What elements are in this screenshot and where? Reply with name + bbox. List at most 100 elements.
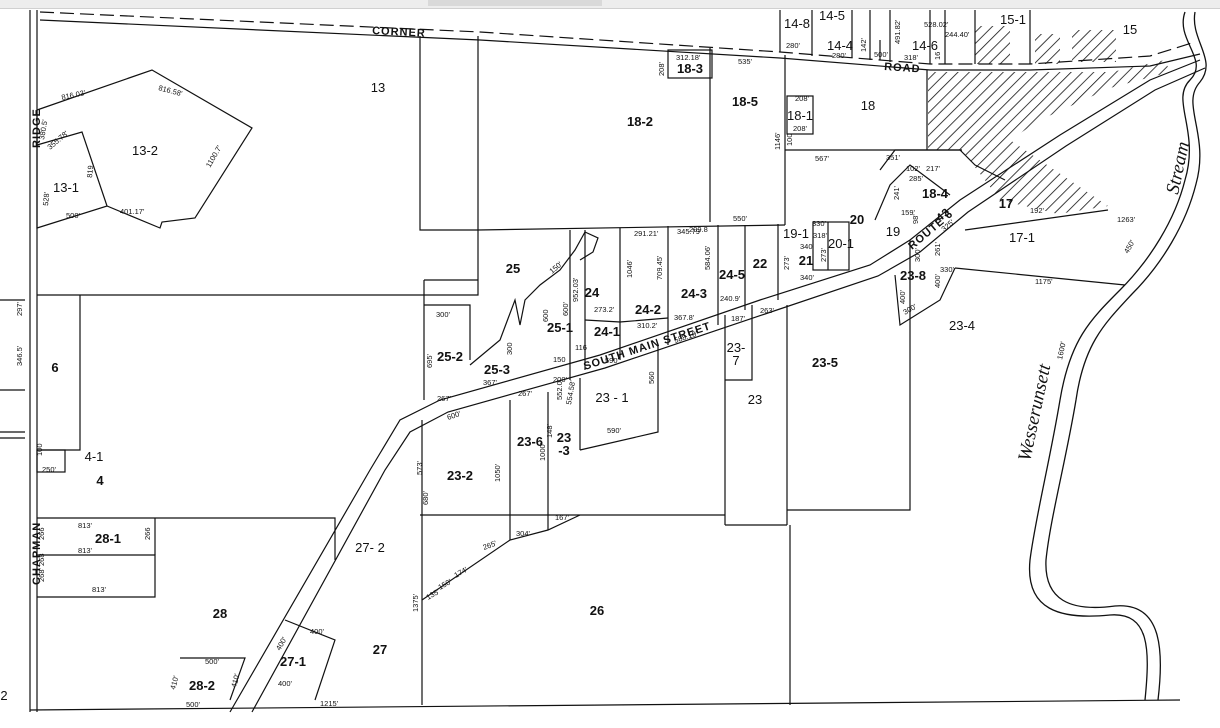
dimension-d1175: 1175' <box>1035 277 1053 286</box>
road-label: ROAD <box>884 61 921 76</box>
dimension-d150a: 150' <box>548 259 565 275</box>
dimension-d1375: 1375' <box>411 593 420 612</box>
lot-label-28-2: 28-2 <box>189 678 215 693</box>
dimension-d410b: 410' <box>229 672 241 688</box>
viewer-tab[interactable] <box>428 0 602 6</box>
viewer-top-bar <box>0 0 1220 9</box>
lot-label-23-8: 23-8 <box>900 268 926 283</box>
dimension-d312: 312.18' <box>676 53 701 62</box>
dimension-d280: 280' <box>786 41 801 50</box>
lot-label-17: 17 <box>999 196 1013 211</box>
lot-label-21: 21 <box>799 253 813 268</box>
lot-label-24-3: 24-3 <box>681 286 707 301</box>
lot-label-18-4: 18-4 <box>922 186 949 201</box>
dimension-d554: 554.58' <box>564 379 577 405</box>
dimension-d528: 528' <box>41 191 51 206</box>
lot-label-13: 13 <box>371 80 385 95</box>
ridge-road-label: RIDGE <box>31 108 43 148</box>
dimension-d680: 680' <box>421 490 430 505</box>
lot-label-13-2: 13-2 <box>132 143 158 158</box>
lot-label-25-1: 25-1 <box>547 320 573 335</box>
chapman-road-label: CHAPMAN <box>31 522 43 585</box>
dimension-d1600: 1600' <box>1055 340 1068 360</box>
lot-label-19: 19 <box>886 224 900 239</box>
dimension-d351: 351' <box>886 153 901 162</box>
lot-label-23-5: 23-5 <box>812 355 838 370</box>
dimension-d267a: 267' <box>437 394 452 403</box>
dimension-d367b: 367' <box>483 378 498 387</box>
lot-label-23-3: 23-3 <box>557 430 571 458</box>
dimension-d150b: 150 <box>553 355 566 364</box>
lot-label-4-1: 4-1 <box>85 449 104 464</box>
dimension-d345: 345.79' <box>677 227 702 236</box>
dimension-d273b: 273' <box>782 255 791 270</box>
lot-label-27-2: 27- 2 <box>355 540 385 555</box>
dimension-d300b: 300 <box>505 342 514 355</box>
dimension-d813a: 813' <box>78 521 93 530</box>
dimension-d450: 450' <box>1122 238 1137 255</box>
lot-label-18-1: 18-1 <box>787 108 813 123</box>
wesserunsett-stream <box>1028 11 1207 701</box>
lot-label-24-5: 24-5 <box>719 267 745 282</box>
dimension-d200: 200' <box>553 375 568 384</box>
lot-label-27-1: 27-1 <box>280 654 306 669</box>
dimension-d300c: 300' <box>913 247 922 262</box>
dimension-d1215: 1215' <box>320 699 339 708</box>
dimension-d159: 159' <box>901 208 916 217</box>
dimension-d1100: 1100.7' <box>204 143 224 169</box>
dimension-d268a: 268' <box>37 567 46 582</box>
wesserunsett-label: Wesserunsett <box>1014 362 1055 463</box>
dimension-d1046: 1046' <box>625 259 634 278</box>
dimension-d573: 573' <box>415 460 424 475</box>
dimension-d535: 535' <box>738 57 753 66</box>
lot-label-20-1: 20-1 <box>828 236 854 251</box>
dimension-d567: 567' <box>815 154 830 163</box>
dimension-d100a: 100 <box>785 133 794 146</box>
lot-label-26: 26 <box>590 603 604 618</box>
dimension-d500d: 500' <box>186 700 201 709</box>
dimension-d709: 709.45' <box>655 255 664 280</box>
dimension-d952: 952.03' <box>571 277 580 302</box>
dimension-d346: 346.5' <box>15 345 24 366</box>
lot-label-20: 20 <box>850 212 864 227</box>
dimension-d187: 187' <box>731 314 746 323</box>
lot-label-18-2: 18-2 <box>627 114 653 129</box>
lot-label-23: 23 <box>748 392 762 407</box>
dimension-d266b: 266 <box>143 527 152 540</box>
lot-label-24: 24 <box>585 285 600 300</box>
lot-label-4: 4 <box>96 473 104 488</box>
dimension-d167: 167' <box>555 513 570 522</box>
dimension-d500c: 500' <box>205 657 220 666</box>
lot-label-25-3: 25-3 <box>484 362 510 377</box>
dimension-d400c: 400' <box>278 679 293 688</box>
dimension-d1050: 1050' <box>493 463 502 482</box>
dimension-d300a: 300' <box>436 310 451 319</box>
dimension-d241: 241' <box>892 185 901 200</box>
lot-label-17-1: 17-1 <box>1009 230 1035 245</box>
dimension-d148: 148' <box>545 423 554 438</box>
lot-label-18-3: 18-3 <box>677 61 703 76</box>
dimension-d340b: 340' <box>800 273 815 282</box>
lot-label-13-1: 13-1 <box>53 180 79 195</box>
lot-label-25: 25 <box>506 261 520 276</box>
dimension-d310: 310.2' <box>637 321 658 330</box>
dimension-d340a: 340' <box>800 242 815 251</box>
dimension-d208a: 208' <box>657 61 666 76</box>
lot-label-22: 22 <box>753 256 767 271</box>
dimension-d401: 401.17' <box>120 207 145 216</box>
dimension-d142: 142' <box>859 37 868 52</box>
dimension-d217: 217' <box>926 164 941 173</box>
lot-label-6: 6 <box>51 360 58 375</box>
dimension-d273c: 273' <box>819 247 828 262</box>
dimension-d552: 552.0' <box>555 379 564 400</box>
dimension-d1000: 1000' <box>538 442 547 461</box>
lot-label-14-5: 14-5 <box>819 8 845 23</box>
lot-label-14-8: 14-8 <box>784 16 810 31</box>
dimension-d816a: 816.03' <box>61 88 87 102</box>
lot-label-18-5: 18-5 <box>732 94 758 109</box>
dimension-d819: 819 <box>85 165 95 178</box>
dimension-d1263: 1263' <box>1117 215 1136 224</box>
dimension-d318: 318' <box>904 53 919 62</box>
dimension-d192: 192' <box>1030 206 1045 215</box>
